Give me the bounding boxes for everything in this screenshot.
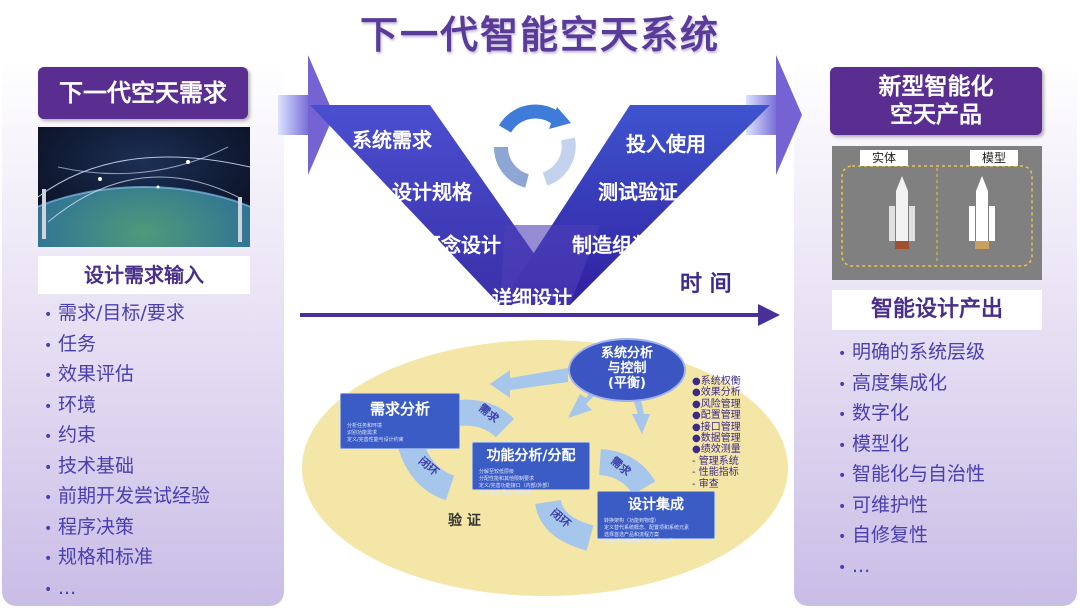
- list-item: •规格和标准: [44, 546, 154, 568]
- earth-orbit-image: [38, 127, 250, 247]
- legend-item: ●效果分析: [692, 387, 741, 399]
- legend-item: ●配置管理: [692, 410, 741, 422]
- legend-item: ●数据管理: [692, 433, 741, 445]
- box-line: 定义/完善/整合功能架构: [479, 490, 533, 496]
- box-line: 定义替代系统概念、配置项和系统元素: [604, 525, 690, 531]
- control-node: 系统分析 与控制 (平衡): [568, 338, 686, 402]
- box-line: 定义/完善性能与设计约束: [347, 437, 404, 443]
- control-line1: 系统分析: [600, 346, 653, 361]
- caption-model: 模型: [970, 150, 1018, 166]
- right-header-line1: 新型智能化: [878, 74, 994, 100]
- list-item: •需求/目标/要求: [44, 302, 185, 324]
- caption-real: 实体: [860, 150, 908, 166]
- cycle-icon: [493, 104, 576, 188]
- list-item: •智能化与自治性: [838, 463, 986, 485]
- legend-item: ●绩效测量: [692, 444, 741, 456]
- v-label-test-verify: 测试验证: [598, 180, 678, 204]
- list-item: •...: [838, 554, 871, 577]
- design-integration-title: 设计集成: [628, 497, 684, 513]
- box-line: 定义/完善物理接口（内部/外部）: [604, 539, 678, 545]
- box-line: 定义/完善功能接口（内部/外部）: [479, 483, 553, 489]
- list-item: •程序决策: [44, 515, 135, 538]
- legend-item: - 管理系统: [692, 455, 739, 467]
- left-header: 下一代空天需求: [38, 67, 248, 119]
- list-item: •数字化: [838, 402, 910, 424]
- design-integration-box: 设计集成 转换架构（功能到物理） 定义替代系统概念、配置项和系统元素 选择首选产…: [597, 491, 715, 545]
- right-output-arrow: [746, 55, 802, 175]
- right-header: 新型智能化 空天产品: [830, 67, 1042, 135]
- legend-item: - 性能指标: [692, 467, 739, 479]
- right-header-line2: 空天产品: [890, 102, 982, 128]
- v-label-system-req: 系统需求: [352, 128, 432, 152]
- list-item: •...: [44, 576, 77, 599]
- functional-analysis-box: 功能分析/分配 分解至较低层级 分配性能和其他限制要求 定义/完善功能接口（内部…: [472, 442, 590, 496]
- box-line: 分解至较低层级: [479, 469, 515, 475]
- legend-item: ●系统权衡: [692, 376, 741, 387]
- arrow-to-req: [490, 368, 568, 398]
- list-item: •技术基础: [44, 454, 135, 477]
- requirement-analysis-title: 需求分析: [369, 400, 430, 418]
- list-item: •明确的系统层级: [838, 341, 986, 363]
- functional-analysis-title: 功能分析/分配: [486, 448, 576, 464]
- list-item: •可维护性: [838, 493, 929, 516]
- box-line: 识别功能需求: [347, 430, 378, 436]
- legend-item: ●接口管理: [692, 421, 741, 433]
- rocket-graphic: [832, 146, 1042, 280]
- list-item: •约束: [44, 424, 97, 446]
- v-label-design-spec: 设计规格: [392, 180, 472, 204]
- requirement-analysis-box: 需求分析 分析任务和环境 识别功能需求 定义/完善性能与设计约束: [340, 393, 460, 449]
- control-line3: (平衡): [608, 376, 646, 391]
- v-label-concept-design: 概念设计: [421, 233, 501, 257]
- rocket-real-icon: [889, 176, 915, 249]
- rocket-image: [832, 146, 1042, 280]
- left-sub-header: 设计需求输入: [38, 256, 250, 294]
- list-item: •高度集成化: [838, 371, 948, 394]
- list-item: •效果评估: [44, 363, 135, 385]
- list-item: •自修复性: [838, 524, 929, 546]
- box-line: 转换架构（功能到物理）: [604, 518, 660, 524]
- box-line: 分析任务和环境: [347, 423, 383, 429]
- rocket-model-icon: [969, 176, 995, 249]
- v-model-graphic: [278, 55, 802, 326]
- control-line2: 与控制: [607, 361, 647, 376]
- left-requirement-list: •需求/目标/要求 •任务 •效果评估 •环境 •约束 •技术基础 •前期开发尝…: [44, 298, 280, 603]
- box-line: 分配性能和其他限制要求: [479, 476, 535, 482]
- legend-item: ●风险管理: [692, 398, 741, 410]
- v-label-detail-design: 详细设计: [492, 286, 572, 310]
- management-legend: ●系统权衡 ●效果分析 ●风险管理 ●配置管理 ●接口管理 ●数据管理 ●绩效测…: [692, 376, 741, 490]
- page-title: 下一代智能空天系统: [359, 13, 720, 57]
- right-output-list: •明确的系统层级 •高度集成化 •数字化 •模型化 •智能化与自治性 •可维护性…: [838, 337, 1074, 581]
- list-item: •环境: [44, 393, 97, 416]
- list-item: •任务: [44, 332, 97, 355]
- list-item: •前期开发尝试经验: [44, 485, 211, 507]
- legend-item: - 审查: [692, 478, 719, 490]
- box-line: 选择首选产品和流程方案: [604, 532, 660, 538]
- verify-label: 验 证: [448, 513, 481, 529]
- time-label: 时 间: [680, 272, 732, 297]
- v-label-manufacture: 制造组装: [572, 233, 652, 257]
- right-sub-header: 智能设计产出: [832, 290, 1042, 330]
- list-item: •模型化: [838, 432, 910, 455]
- v-label-in-use: 投入使用: [626, 132, 706, 156]
- earth-orbit-graphic: [38, 127, 250, 247]
